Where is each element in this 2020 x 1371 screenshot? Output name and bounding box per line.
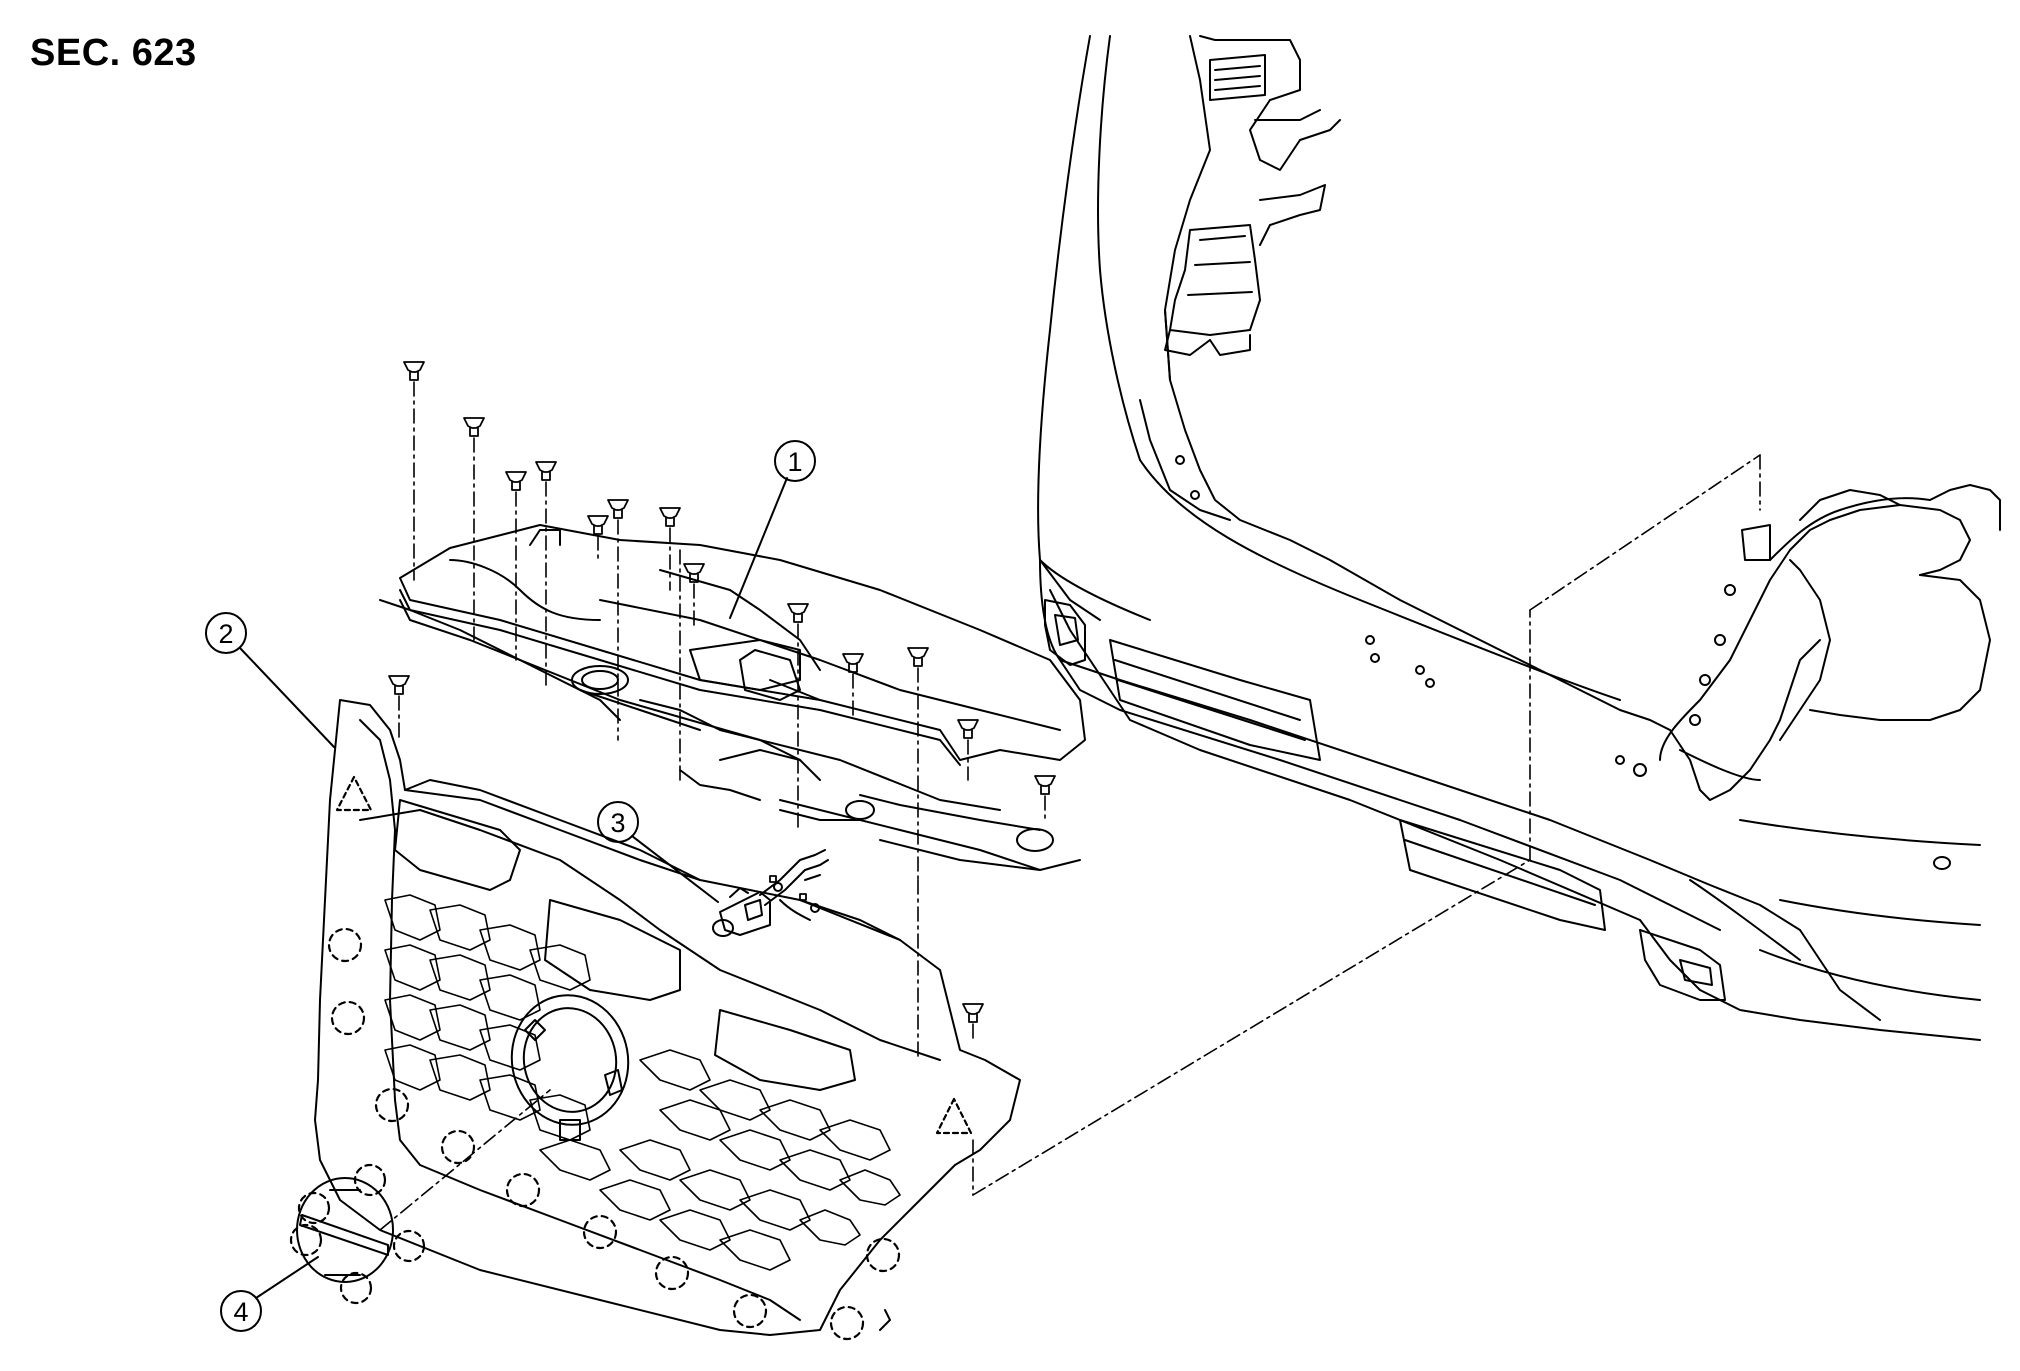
grille-clips	[379, 361, 1761, 1231]
callout-1: 1	[729, 440, 816, 619]
vehicle-front-body	[1037, 35, 2001, 1041]
callout-2: 2	[205, 612, 335, 748]
front-emblem-part-4	[289, 1163, 426, 1305]
callout-4-label: 4	[233, 1297, 248, 1327]
pawl-markers	[335, 775, 973, 1135]
callout-2-label: 2	[218, 619, 233, 649]
front-grille-part-2	[314, 699, 1021, 1341]
callout-3-label: 3	[610, 808, 625, 838]
grille-upper-cover-part-1	[379, 524, 1086, 871]
callout-1-label: 1	[787, 447, 802, 477]
clip-fastener	[388, 361, 1056, 1023]
clip-markers	[327, 927, 901, 1341]
callout-3: 3	[597, 801, 719, 903]
section-number: SEC. 623	[30, 32, 197, 74]
front-sensor-part-3	[712, 849, 829, 937]
leader-lines	[379, 381, 1761, 1231]
callout-4: 4	[220, 1256, 319, 1332]
grille-mesh	[384, 894, 901, 1271]
